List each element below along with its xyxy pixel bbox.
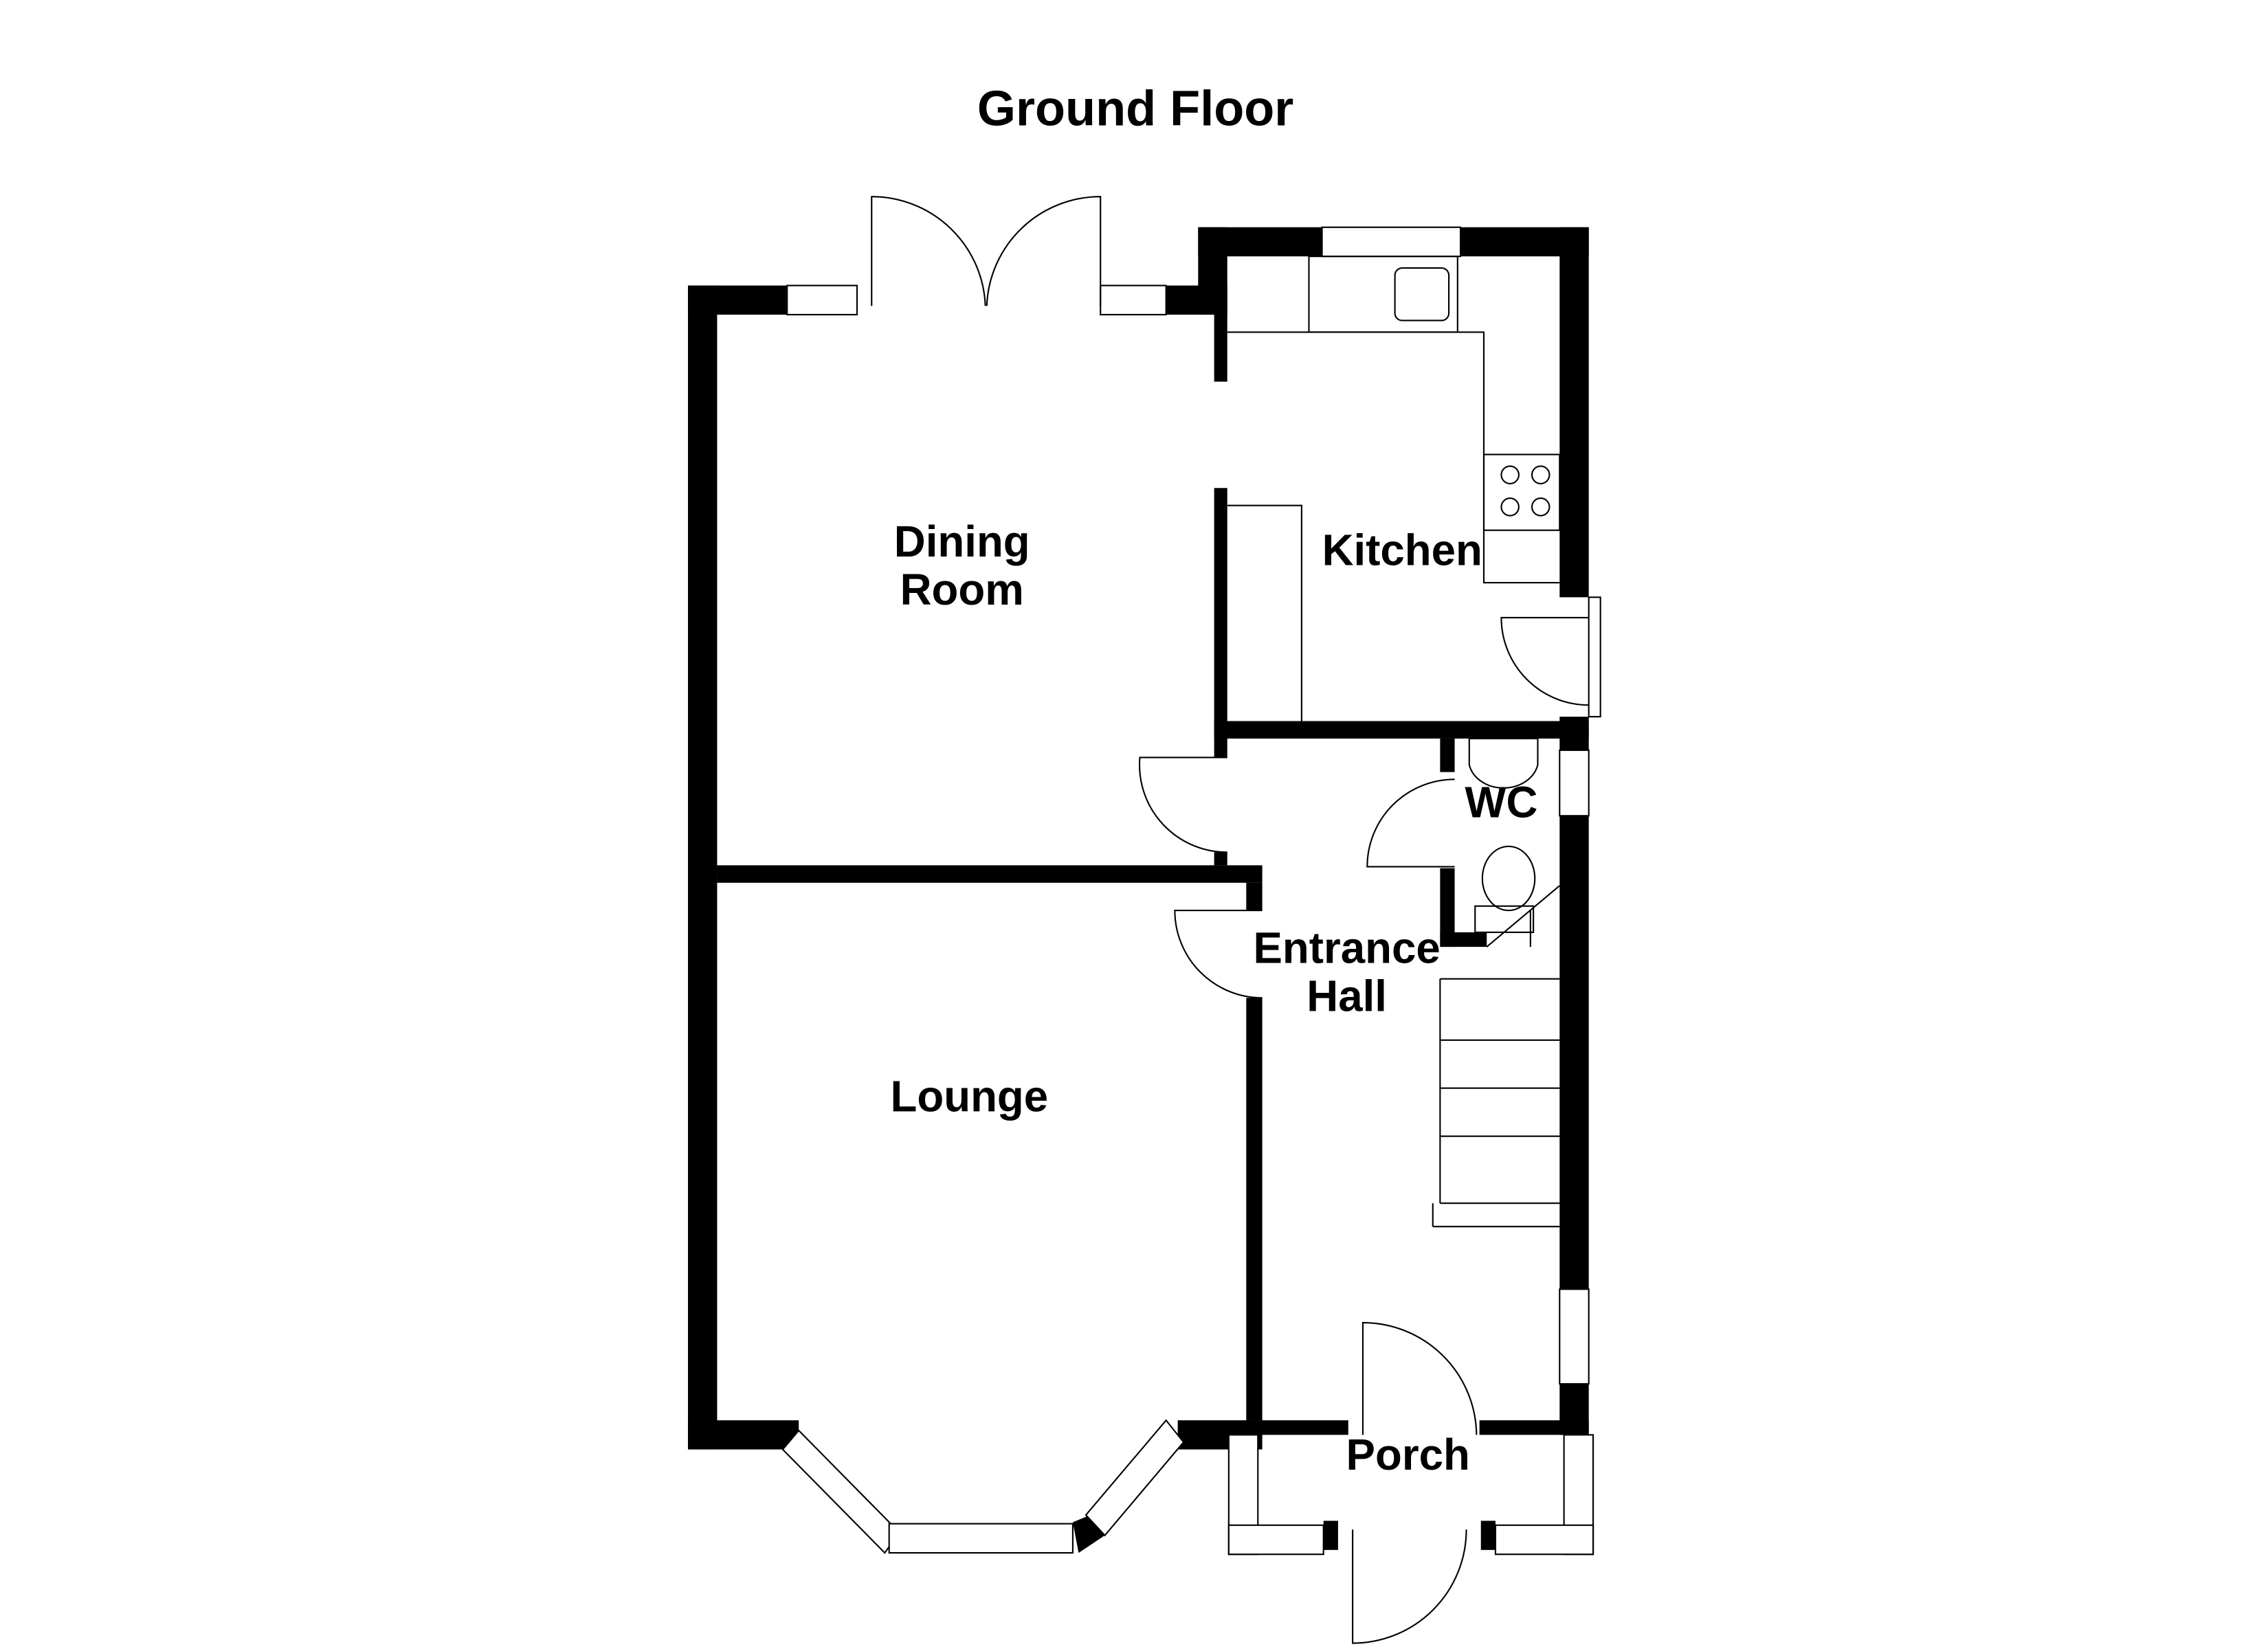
staircase	[1432, 885, 1560, 1228]
room-label-lounge: Lounge	[891, 1073, 1049, 1121]
toilet-icon	[1481, 845, 1536, 912]
room-label-dining-2: Room	[900, 565, 1024, 614]
room-label-hall-2: Hall	[1307, 972, 1387, 1020]
walls	[688, 227, 1589, 1553]
windows	[781, 226, 1594, 1556]
room-label-hall-1: Entrance	[1254, 923, 1441, 972]
room-label-porch: Porch	[1346, 1431, 1470, 1479]
plan-title: Ground Floor	[977, 81, 1293, 136]
room-label-wc: WC	[1465, 778, 1537, 827]
basin-icon	[1468, 737, 1539, 789]
fixtures	[1227, 256, 1561, 1228]
room-label-dining-1: Dining	[894, 517, 1030, 566]
room-label-kitchen: Kitchen	[1322, 526, 1482, 575]
sink-icon	[1394, 267, 1450, 322]
hob-icon	[1482, 453, 1561, 531]
room-labels: Dining Room Kitchen WC Entrance Hall Lou…	[891, 517, 1538, 1479]
doors	[871, 196, 1601, 1644]
